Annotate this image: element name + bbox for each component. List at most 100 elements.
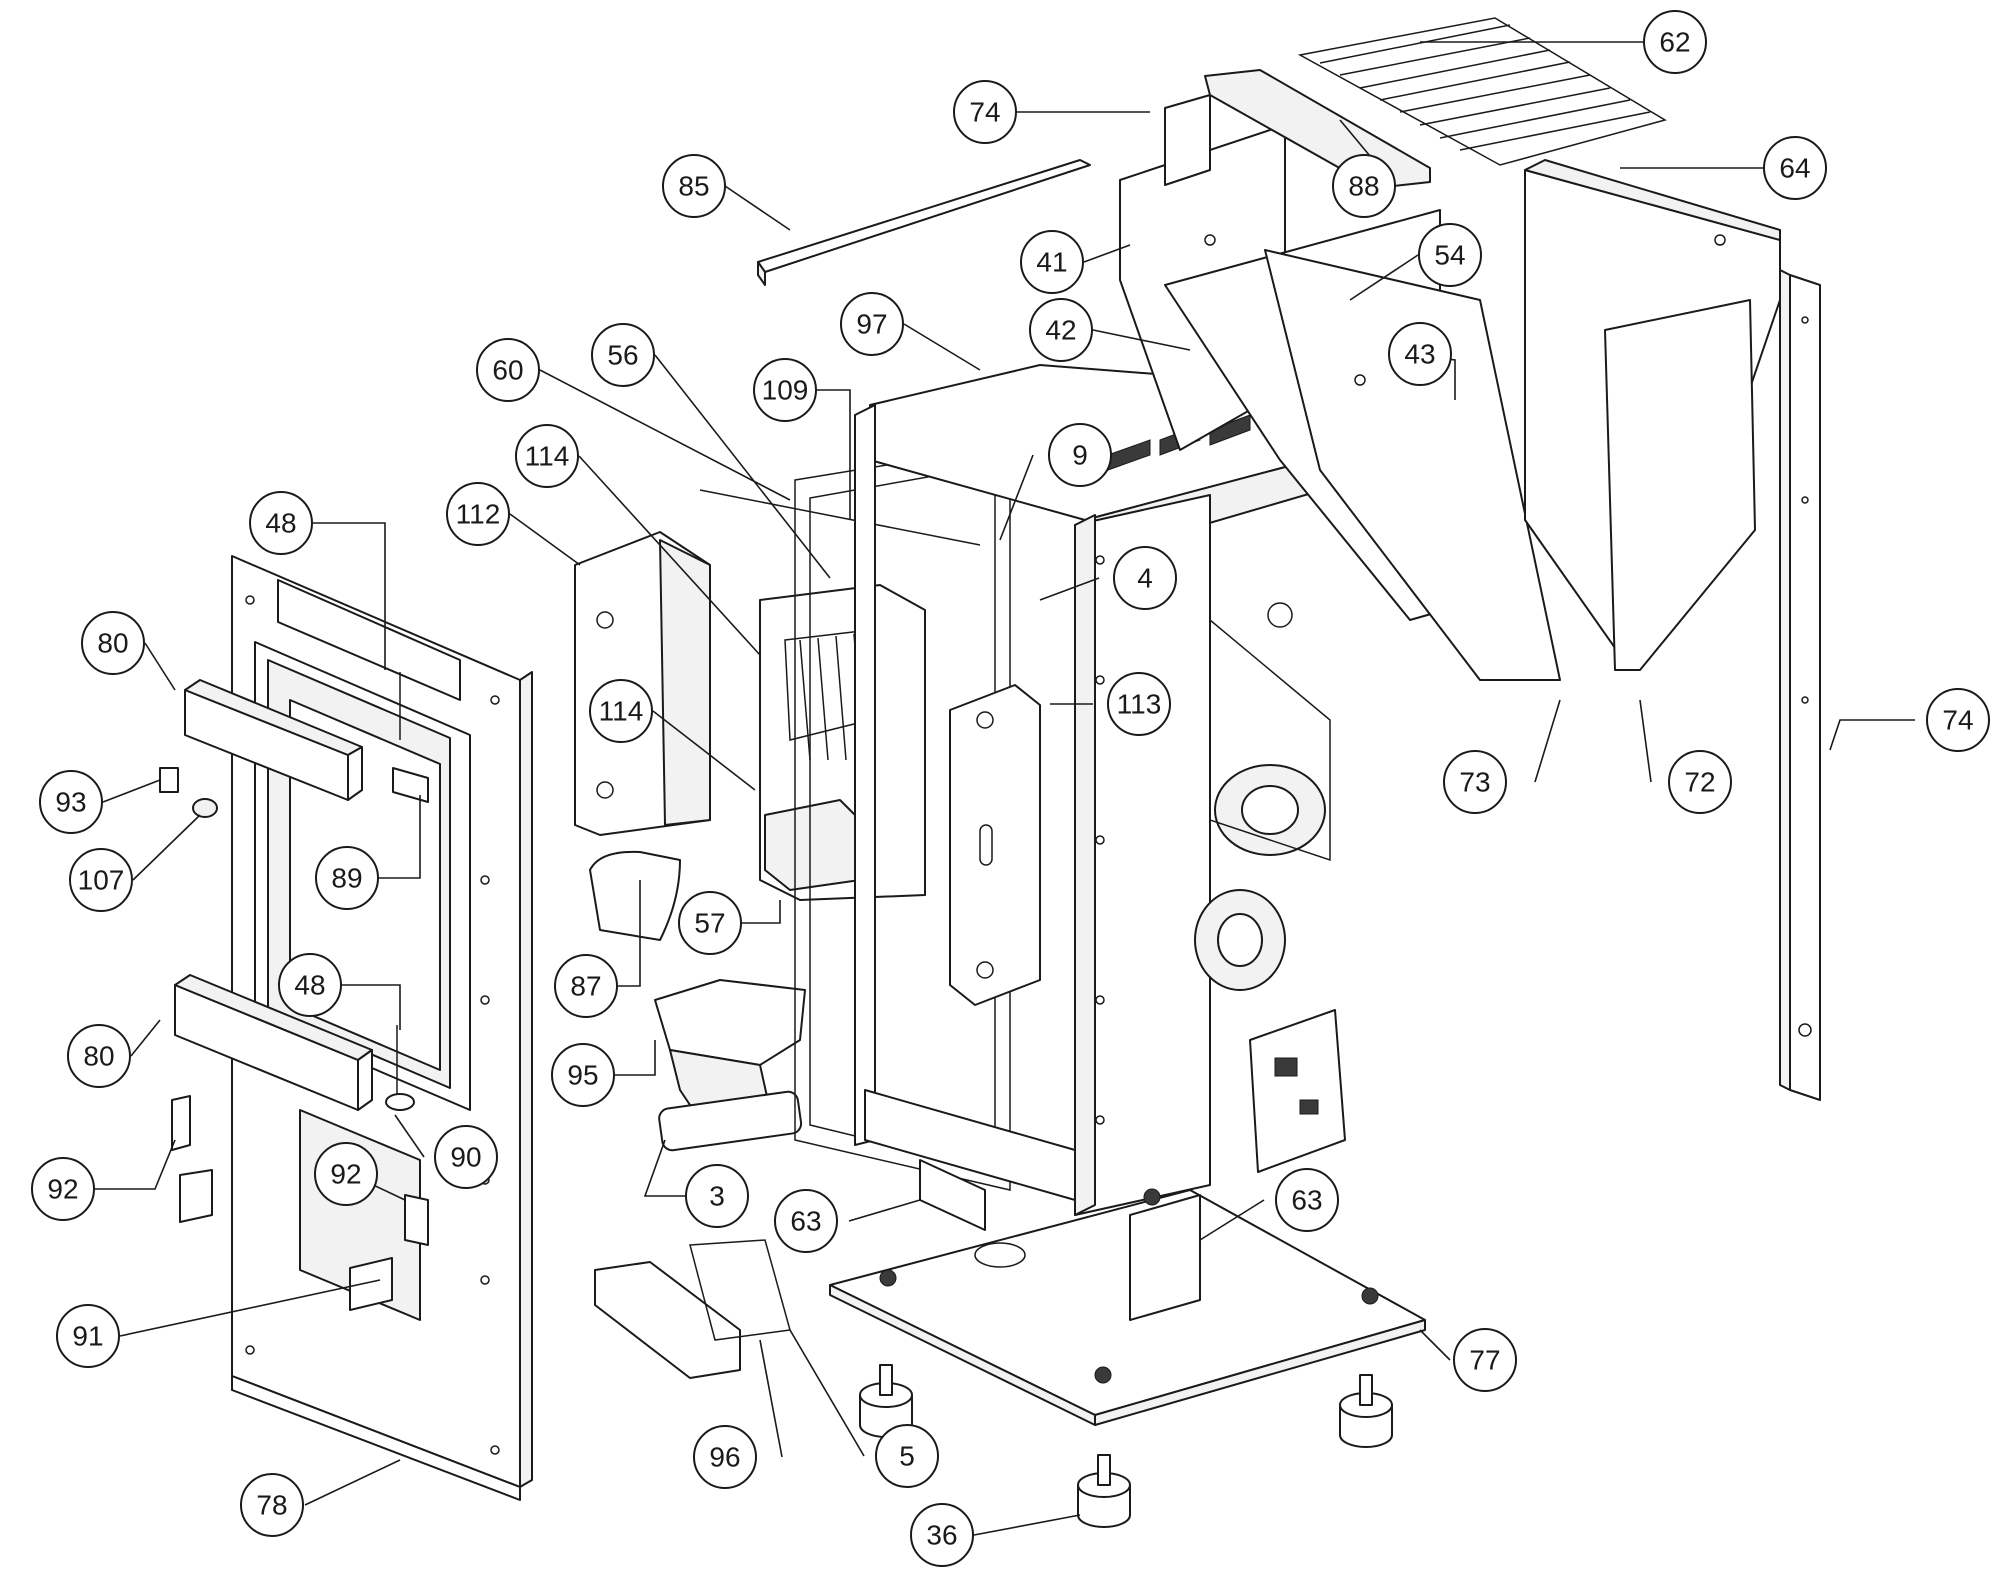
callout-c96: 96 [693,1425,757,1489]
callout-label: 90 [450,1142,481,1173]
callout-c63b: 63 [1275,1168,1339,1232]
leader-lines [95,41,1915,1536]
pellet-hopper [1119,124,1781,681]
small-hardware [159,672,429,1311]
callout-c64: 64 [1763,136,1827,200]
callout-circle [685,1164,749,1228]
callout-circle [446,482,510,546]
burn-pot-group [589,850,806,1152]
callout-label: 48 [265,508,296,539]
callout-circle [551,1043,615,1107]
callout-circle [589,679,653,743]
callout-c91: 91 [56,1304,120,1368]
top-parts [757,17,1667,286]
callout-circle [840,292,904,356]
callout-label: 114 [525,441,570,472]
callout-c80b: 80 [67,1024,131,1088]
callout-label: 57 [694,908,725,939]
callout-circle [1113,546,1177,610]
callout-circle [1048,423,1112,487]
callout-circle [1443,750,1507,814]
callout-c93: 93 [39,770,103,834]
callout-label: 91 [72,1321,103,1352]
callout-c107: 107 [69,848,133,912]
callout-label: 95 [567,1060,598,1091]
callout-label: 62 [1659,27,1690,58]
callout-label: 74 [1942,705,1973,736]
callout-circle [1643,10,1707,74]
callout-circle [81,611,145,675]
callout-c62: 62 [1643,10,1707,74]
callout-label: 78 [256,1490,287,1521]
callout-circle [591,323,655,387]
callout-circle [56,1304,120,1368]
callout-c72: 72 [1668,750,1732,814]
callout-label: 97 [856,309,887,340]
callout-circle [1668,750,1732,814]
callout-circle [875,1424,939,1488]
callout-label: 36 [926,1520,957,1551]
callout-circle [67,1024,131,1088]
callout-c87: 87 [554,954,618,1018]
callout-circle [434,1125,498,1189]
callout-circle [678,891,742,955]
callout-c80a: 80 [81,611,145,675]
callout-circle [774,1189,838,1253]
callout-circle [69,848,133,912]
callout-circle [515,424,579,488]
ash-drawer [594,1239,791,1379]
callout-label: 73 [1459,767,1490,798]
callout-circle [1029,298,1093,362]
callout-label: 60 [492,355,523,386]
callout-c73: 73 [1443,750,1507,814]
callout-c4: 4 [1113,546,1177,610]
callout-circle [315,846,379,910]
callout-label: 89 [331,863,362,894]
callout-c74a: 74 [953,80,1017,144]
callout-circle [910,1503,974,1567]
callout-c5: 5 [875,1424,939,1488]
callout-c57: 57 [678,891,742,955]
base-plate [829,1159,1426,1426]
callout-c63a: 63 [774,1189,838,1253]
callout-c77: 77 [1453,1328,1517,1392]
trim-bars [174,679,373,1111]
callout-c114b: 114 [589,679,653,743]
callout-c113: 113 [1107,672,1171,736]
callout-c36: 36 [910,1503,974,1567]
callout-label: 41 [1036,247,1067,278]
callout-c56: 56 [591,323,655,387]
callout-circle [953,80,1017,144]
callout-label: 113 [1117,689,1162,720]
callout-label: 92 [47,1174,78,1205]
callout-c42: 42 [1029,298,1093,362]
callout-label: 3 [709,1181,725,1212]
callout-circle [1332,154,1396,218]
side-rail [1779,269,1821,1101]
callout-c109: 109 [753,358,817,422]
callout-c9: 9 [1048,423,1112,487]
callout-c41: 41 [1020,230,1084,294]
callout-circle [31,1157,95,1221]
callout-circle [39,770,103,834]
callout-c43: 43 [1388,322,1452,386]
callout-label: 107 [78,865,125,896]
callout-label: 109 [762,375,809,406]
callout-label: 85 [678,171,709,202]
callout-label: 54 [1434,240,1465,271]
callout-c78: 78 [240,1473,304,1537]
callout-label: 48 [294,970,325,1001]
callout-circle [1453,1328,1517,1392]
callout-circle [240,1473,304,1537]
callout-circle [662,154,726,218]
control-board [1249,1009,1346,1173]
callout-circle [1418,223,1482,287]
callout-c92b: 92 [314,1142,378,1206]
callout-c3: 3 [685,1164,749,1228]
callout-label: 80 [97,628,128,659]
combustion-liners [574,531,926,901]
callout-c92a: 92 [31,1157,95,1221]
callout-label: 9 [1072,440,1088,471]
feet [859,1364,1393,1528]
